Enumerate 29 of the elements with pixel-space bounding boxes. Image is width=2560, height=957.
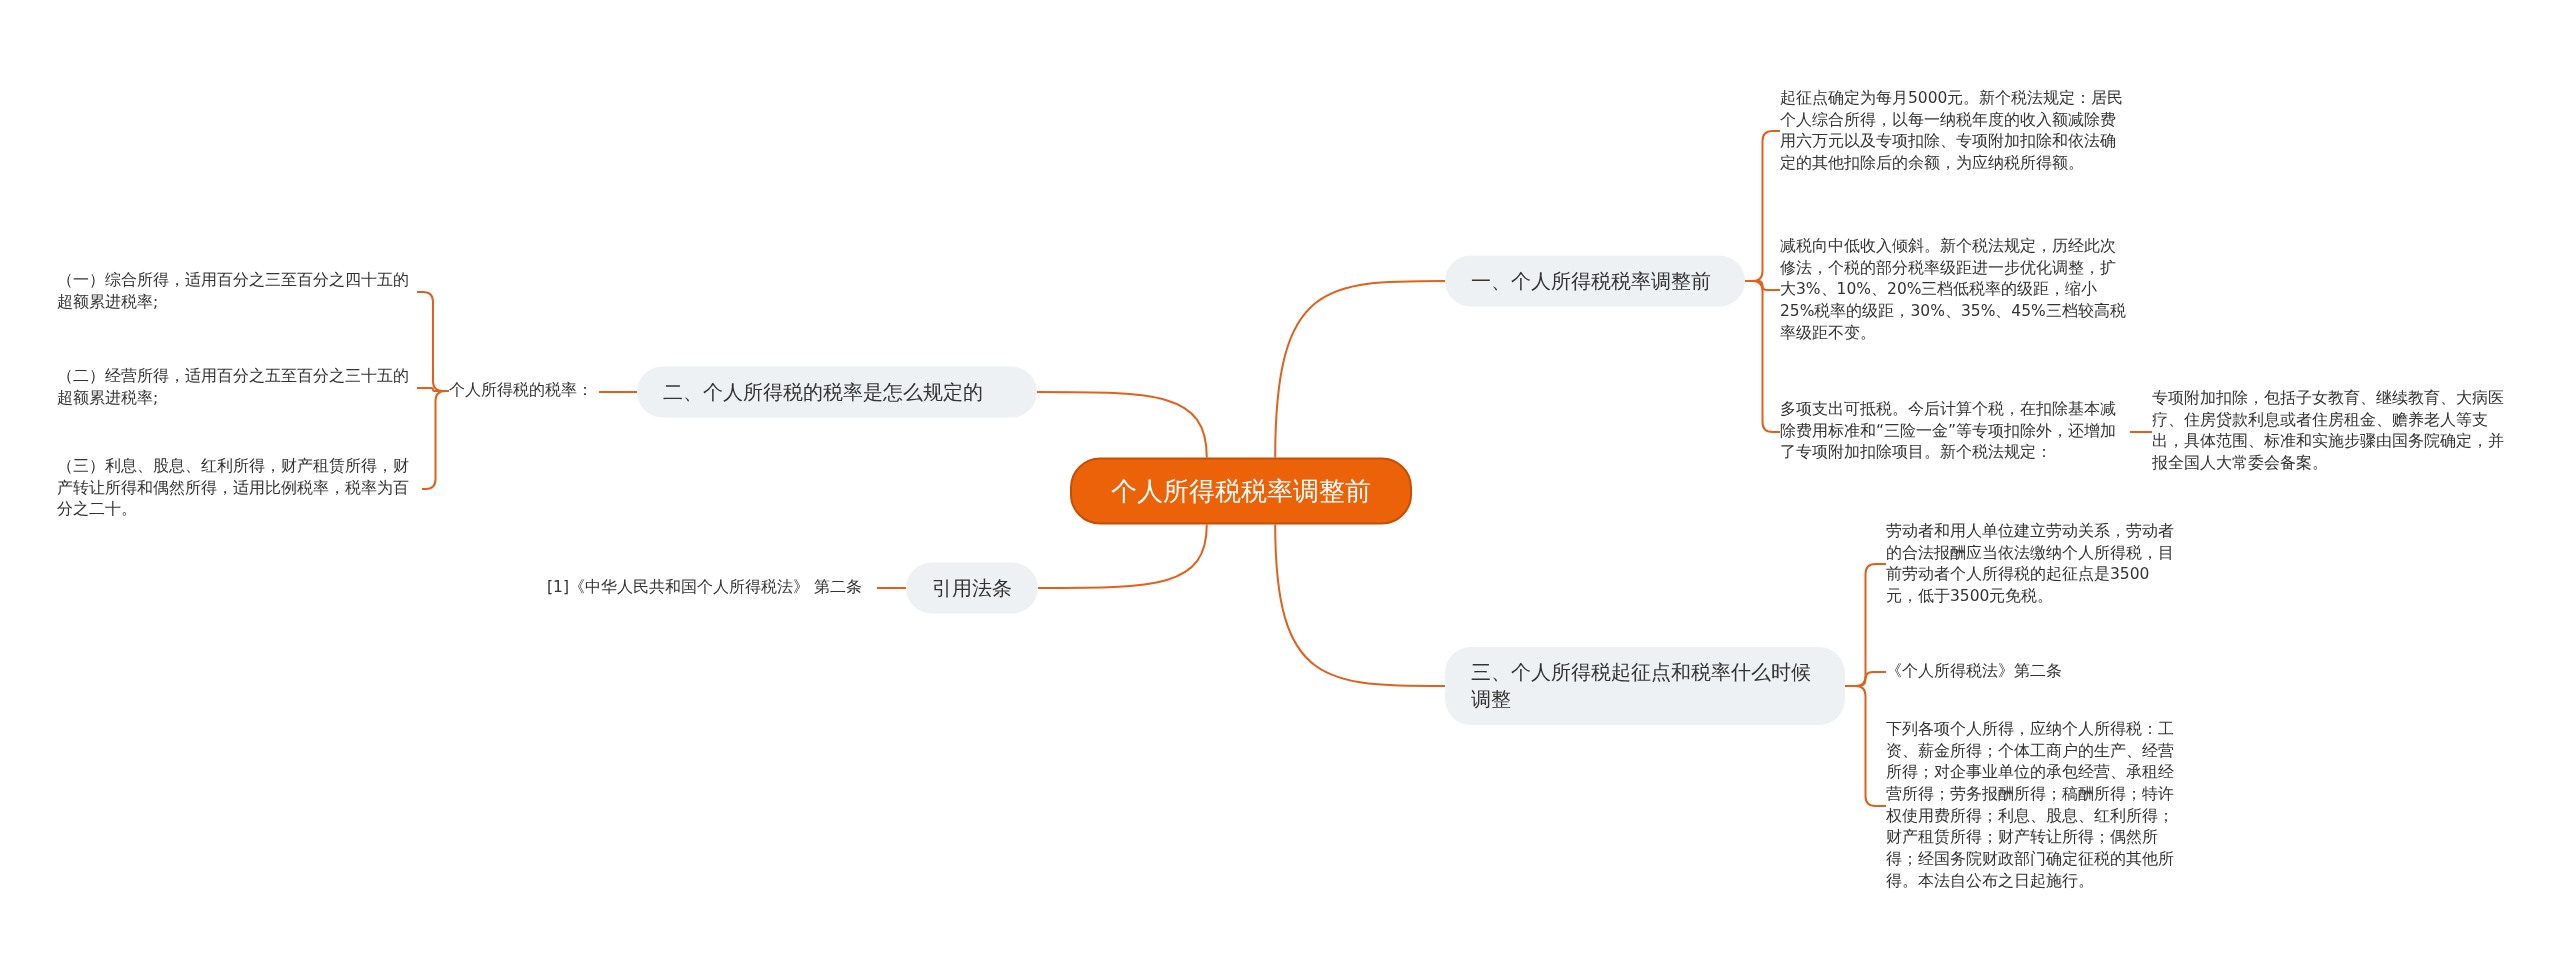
connector-line [1037, 523, 1208, 589]
note-text: 起征点确定为每月5000元。新个税法规定：居民个人综合所得，以每一纳税年度的收入额减除费用六万元以及专项扣除、专项附加扣除和依法确定的其他扣除后的余额，为应纳税所得额。 [1780, 87, 2130, 175]
connector-line [876, 587, 907, 589]
topic-label: 三、个人所得税起征点和税率什么时候调整 [1471, 659, 1812, 713]
topic-title: 个人所得税税率调整前 [1110, 474, 1372, 508]
central-topic [1070, 457, 1412, 525]
topic-label: 一、个人所得税税率调整前 [1471, 267, 1712, 295]
note-text: 个人所得税的税率： [449, 380, 599, 402]
connector-line [1036, 391, 1208, 459]
topic-box [1445, 255, 1745, 307]
note-text: （二）经营所得，适用百分之五至百分之三十五的超额累进税率; [57, 366, 417, 410]
topic-box [1445, 647, 1845, 725]
topic-label: 引用法条 [932, 574, 1012, 602]
connector-line [1274, 280, 1446, 459]
connector-line [598, 391, 638, 393]
connector-line [1274, 523, 1446, 687]
note-text: （三）利息、股息、红利所得，财产租赁所得，财产转让所得和偶然所得，适用比例税率，税率为百分之二十。 [57, 456, 422, 522]
topic-box [906, 562, 1038, 614]
note-text: 多项支出可抵税。今后计算个税，在扣除基本减除费用标准和“三险一金”等专项扣除外，还增加了专项附加扣除项目。新个税法规定： [1780, 399, 2130, 465]
note-text: 劳动者和用人单位建立劳动关系，劳动者的合法报酬应当依法缴纳个人所得税，目前劳动者个人所得税的起征点是3500元，低于3500元免税。 [1886, 520, 2176, 608]
note-text: 下列各项个人所得，应纳个人所得税：工资、薪金所得；个体工商户的生产、经营所得；对企事业单位的承包经营、承租经营所得；劳务报酬所得；稿酬所得；特许权使用费所得；利息、股息、红利所得；财产租赁所得；财产转让所得；偶然所得；经国务院财政部门确定征税的其他所得。本法自公布之日起施行。 [1886, 719, 2176, 893]
connector-line [2129, 431, 2153, 433]
note-text: 减税向中低收入倾斜。新个税法规定，历经此次修法，个税的部分税率级距进一步优化调整，扩大3%、10%、20%三档低税率的级距，缩小25%税率的级距，30%、35%、45%三档较高税率级距不变。 [1780, 235, 2130, 345]
note-text: 《个人所得税法》第二条 [1886, 661, 2176, 683]
note-text: 专项附加扣除，包括子女教育、继续教育、大病医疗、住房贷款利息或者住房租金、赡养老人等支出，具体范围、标准和实施步骤由国务院确定，并报全国人大常委会备案。 [2152, 387, 2504, 475]
topic-box [637, 366, 1037, 418]
note-text: （一）综合所得，适用百分之三至百分之四十五的超额累进税率; [57, 270, 417, 314]
topic-label: 二、个人所得税的税率是怎么规定的 [663, 378, 984, 406]
note-text: [1]《中华人民共和国个人所得税法》 第二条 [547, 577, 877, 599]
